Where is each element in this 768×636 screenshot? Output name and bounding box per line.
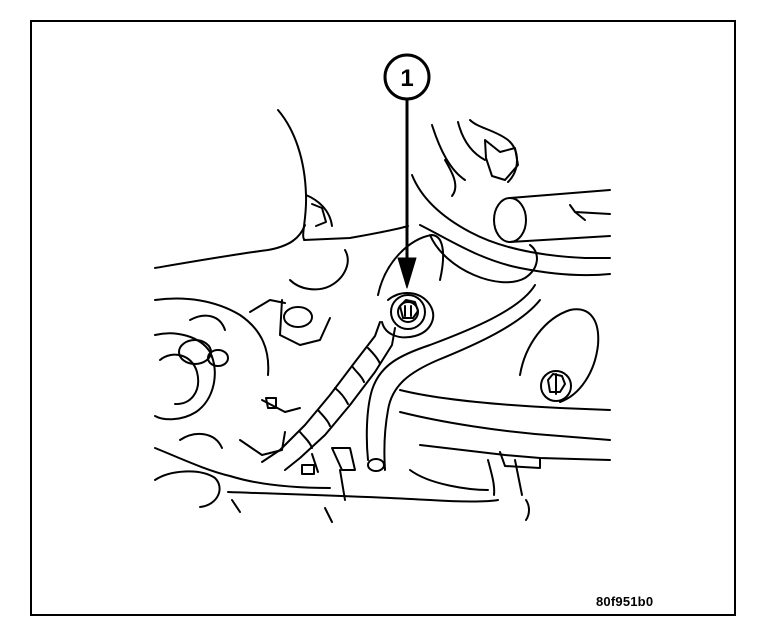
- mounting-boss: [377, 234, 600, 403]
- figure-code: 80f951b0: [596, 594, 654, 609]
- ground-bolt: [390, 294, 426, 330]
- figure-frame: [30, 20, 736, 616]
- callout-1: 1: [383, 53, 431, 101]
- ground-strap: [261, 292, 435, 471]
- callout-number: 1: [400, 65, 413, 92]
- transmission-case: [227, 370, 611, 523]
- fluid-tube: [365, 234, 541, 472]
- coolant-hoses: [411, 119, 611, 277]
- engine-housing: [154, 224, 331, 508]
- engine-block: [249, 109, 409, 475]
- callout-leader: [397, 98, 417, 289]
